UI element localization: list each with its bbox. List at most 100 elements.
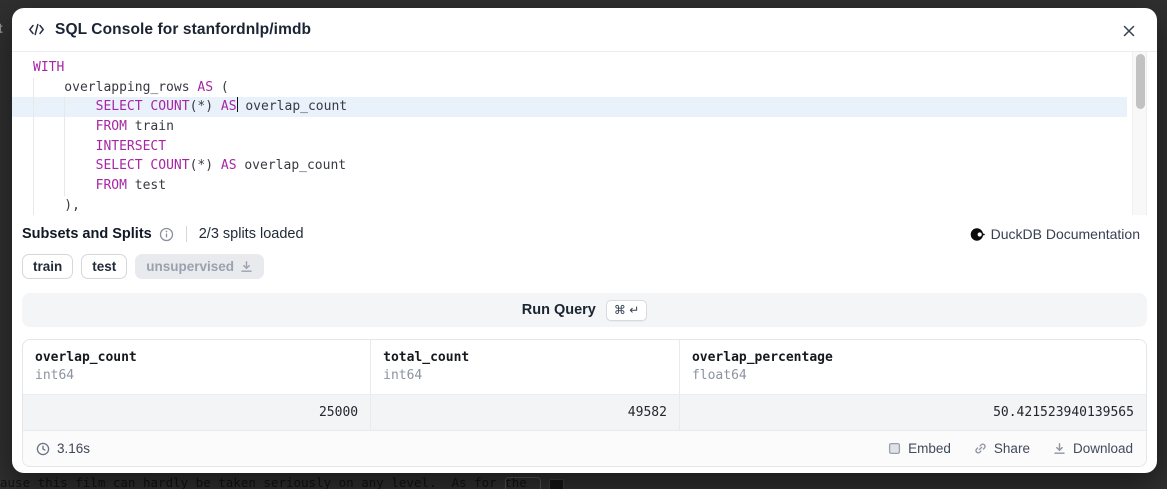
- sql-keyword: SELECT: [95, 99, 143, 115]
- sql-console-modal: SQL Console for stanfordnlp/imdb WITH ov…: [12, 8, 1157, 473]
- results-footer: 3.16s Embed Share Download: [23, 430, 1146, 466]
- column-name: overlap_percentage: [691, 350, 833, 365]
- sql-keyword: INTERSECT: [95, 138, 167, 154]
- sql-text: (: [213, 79, 229, 95]
- code-line[interactable]: WITH: [12, 58, 1127, 78]
- query-duration: 3.16s: [36, 441, 90, 456]
- sql-text: ),: [33, 197, 80, 213]
- code-lines: WITH overlapping_rows AS ( SELECT COUNT(…: [12, 58, 1127, 215]
- sql-keyword: AS: [197, 79, 214, 95]
- indent-guide: [64, 156, 66, 177]
- indent-guide: [33, 97, 34, 118]
- background-button-shape: [505, 477, 541, 489]
- share-button[interactable]: Share: [974, 441, 1030, 456]
- duckdb-logo-icon: [970, 227, 985, 242]
- background-small-shape: [549, 479, 564, 489]
- column-type: int64: [383, 368, 423, 383]
- keyboard-shortcut-badge: ⌘ ↵: [605, 299, 648, 321]
- indent-guide: [64, 176, 66, 196]
- sql-keyword: FROM: [95, 119, 127, 135]
- embed-icon: [888, 442, 901, 455]
- results-actions: Embed Share Download: [888, 441, 1133, 456]
- code-line[interactable]: SELECT COUNT(*) AS overlap_count: [12, 156, 1127, 177]
- column-type: int64: [35, 368, 75, 383]
- action-label: Share: [993, 441, 1030, 456]
- duckdb-documentation-link[interactable]: DuckDB Documentation: [970, 226, 1140, 242]
- column-name: total_count: [383, 350, 470, 365]
- embed-button[interactable]: Embed: [888, 441, 951, 456]
- sql-text: train: [126, 119, 174, 135]
- indent-guide: [64, 117, 66, 137]
- sql-text: overlap_count: [236, 158, 347, 174]
- indent-guide: [64, 97, 66, 118]
- sql-text: (*): [189, 158, 221, 174]
- modal-title: SQL Console for stanfordnlp/imdb: [55, 20, 312, 38]
- modal-header: SQL Console for stanfordnlp/imdb: [12, 8, 1157, 52]
- code-line[interactable]: SELECT COUNT(*) AS overlap_count: [12, 97, 1127, 118]
- split-pill-test[interactable]: test: [81, 254, 128, 279]
- editor-scrollbar-track[interactable]: [1132, 52, 1147, 215]
- duckdb-documentation-label: DuckDB Documentation: [990, 226, 1140, 242]
- split-pill-label: test: [92, 259, 117, 274]
- column-header-overlap_percentage: overlap_percentage float64: [680, 340, 1146, 394]
- column-type: float64: [691, 368, 747, 383]
- split-pill-train[interactable]: train: [22, 254, 74, 279]
- indent-guide: [33, 136, 34, 157]
- download-icon: [1053, 442, 1066, 455]
- split-pill-label: train: [33, 259, 63, 274]
- indent-guide: [33, 195, 34, 215]
- action-label: Download: [1072, 441, 1133, 456]
- sql-keyword: AS: [220, 99, 237, 115]
- splits-row: train test unsupervised: [12, 254, 1157, 279]
- code-line[interactable]: ),: [12, 195, 1127, 215]
- indent-guide: [33, 117, 34, 137]
- info-icon[interactable]: [159, 227, 174, 242]
- column-header-total_count: total_count int64: [371, 340, 680, 394]
- sql-text: overlapping_rows: [33, 79, 198, 95]
- run-query-label: Run Query: [521, 302, 596, 318]
- split-pill-label: unsupervised: [146, 259, 235, 274]
- table-cell: 25000: [23, 395, 372, 430]
- code-line[interactable]: overlapping_rows AS (: [12, 77, 1127, 98]
- share-icon: [974, 442, 987, 455]
- table-cell: 49582: [371, 395, 680, 430]
- indent-guide: [64, 136, 66, 157]
- sql-keyword: COUNT: [150, 99, 190, 115]
- split-pill-unsupervised[interactable]: unsupervised: [135, 254, 265, 279]
- subsets-label: Subsets and Splits: [22, 226, 152, 242]
- sql-keyword: COUNT: [150, 158, 190, 174]
- clock-icon: [36, 442, 50, 456]
- subsets-bar: Subsets and Splits 2/3 splits loaded Duc…: [12, 225, 1157, 243]
- sql-keyword: FROM: [95, 178, 127, 194]
- indent-guide: [33, 77, 34, 98]
- query-duration-value: 3.16s: [57, 441, 91, 456]
- code-line[interactable]: FROM test: [12, 176, 1127, 196]
- divider: [185, 226, 187, 242]
- sql-text: (*): [189, 99, 221, 115]
- sql-text: overlap_count: [237, 99, 348, 115]
- indent-guide: [33, 176, 34, 196]
- sql-keyword: SELECT: [95, 158, 143, 174]
- action-label: Embed: [908, 441, 951, 456]
- download-button[interactable]: Download: [1053, 441, 1133, 456]
- column-name: overlap_count: [35, 350, 137, 365]
- sql-keyword: AS: [220, 158, 237, 174]
- editor-scrollbar-thumb[interactable]: [1136, 54, 1145, 109]
- run-query-button[interactable]: Run Query ⌘ ↵: [22, 293, 1147, 327]
- sql-text: test: [126, 178, 167, 194]
- sql-keyword: WITH: [33, 60, 65, 75]
- table-cell: 50.421523940139565: [993, 405, 1134, 420]
- background-page-snippet: ause this film can hardly be taken serio…: [0, 475, 527, 489]
- sql-editor[interactable]: WITH overlapping_rows AS ( SELECT COUNT(…: [12, 52, 1157, 215]
- code-line[interactable]: INTERSECT: [12, 136, 1127, 157]
- background-page-text: t: [0, 20, 3, 36]
- code-line[interactable]: FROM train: [12, 117, 1127, 137]
- column-header-overlap_count: overlap_count int64: [23, 340, 372, 394]
- code-icon: [28, 23, 45, 36]
- splits-loaded-status: 2/3 splits loaded: [198, 226, 304, 242]
- close-icon[interactable]: [1120, 22, 1138, 40]
- download-icon: [240, 260, 253, 273]
